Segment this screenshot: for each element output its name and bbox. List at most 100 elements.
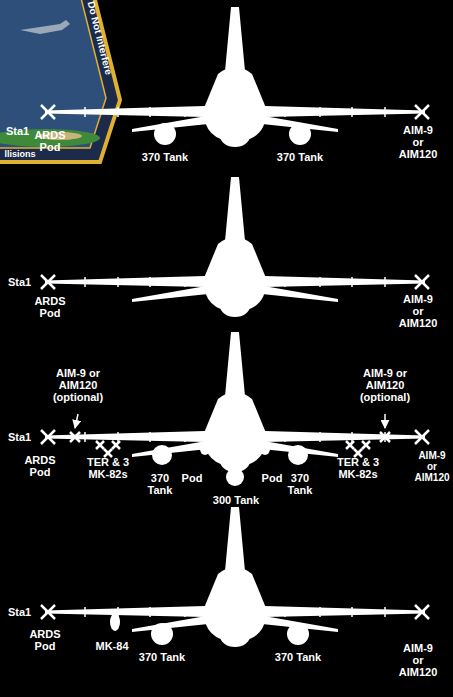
mission-badge [0,0,120,162]
station-tick [84,277,86,287]
station-cross [70,432,80,442]
cross-stroke [112,441,120,449]
store-label: Sta1 [8,431,31,443]
cross-stroke [104,449,112,457]
intake [220,125,250,147]
station-tick [384,277,386,287]
cross-stroke [41,605,55,619]
cross-stroke [415,605,429,619]
station-cross [362,441,370,449]
store-label: TER & 3 MK-82s [329,456,387,480]
store-label: AIM-9 or AIM120 [399,642,438,678]
cross-stroke [415,275,429,289]
f16-silhouette [41,177,429,317]
cross-stroke [96,441,104,449]
station-tick [184,607,186,617]
cross-stroke [41,605,55,619]
badge-outer [0,0,120,162]
wing [45,606,205,617]
station-tick [351,277,353,287]
fuel-tank [287,623,309,645]
cross-stroke [362,441,370,449]
cross-stroke [70,432,80,442]
cross-stroke [362,441,370,449]
station-tick [351,432,353,442]
intake [220,625,250,647]
fuel-tank [226,468,244,486]
store-label: AIM-9 or AIM120 [415,450,450,483]
horizontal-stabilizer [262,286,338,302]
pod [200,443,210,455]
station-cross [112,441,120,449]
fuel-tank [152,445,172,465]
wing [45,106,205,117]
cross-stroke [380,432,390,442]
cross-stroke [41,105,55,119]
station-cross [104,449,112,457]
station-cross [41,275,55,289]
store-label: 370 Tank [277,151,323,163]
station-tick [117,432,119,442]
store-label: Sta1 [6,125,29,137]
leader-arrow [75,414,78,428]
station-cross [354,449,362,457]
cross-stroke [415,605,429,619]
store-label: Pod [262,472,283,484]
wing [45,276,205,287]
cross-stroke [104,449,112,457]
pod [260,443,270,455]
store-label: Do Not Interfere [86,0,115,76]
wing [265,276,425,287]
cross-stroke [380,432,390,442]
station-tick [84,607,86,617]
station-tick [284,607,286,617]
leader-arrow [384,414,386,428]
station-tick [319,277,321,287]
cross-stroke [96,441,104,449]
station-tick [184,277,186,287]
cross-stroke [354,449,362,457]
cross-stroke [41,105,55,119]
store-label: MK-84 [95,640,128,652]
station-tick [284,107,286,117]
station-cross [346,441,354,449]
station-tick [284,277,286,287]
cross-stroke [41,430,55,444]
station-tick [84,107,86,117]
badge-plane [20,20,70,34]
station-tick [319,107,321,117]
station-tick [149,107,151,117]
station-cross [415,430,429,444]
station-tick [319,432,321,442]
station-cross [96,441,104,449]
cross-stroke [415,105,429,119]
store-label: AIM-9 or AIM120 [399,124,438,160]
fuel-tank [154,123,176,145]
cross-stroke [415,430,429,444]
store-label: 300 Tank [213,494,259,506]
station-tick [184,107,186,117]
station-tick [149,432,151,442]
station-tick [117,277,119,287]
horizontal-stabilizer [132,286,208,302]
cross-stroke [346,441,354,449]
cross-stroke [70,432,80,442]
station-cross [41,430,55,444]
fuel-tank [151,623,173,645]
store-label: AIM-9 or AIM120 (optional) [360,367,410,403]
store-label: ARDS Pod [34,129,65,153]
store-label: 370 Tank [139,651,185,663]
station-tick [84,432,86,442]
station-cross [41,605,55,619]
cross-stroke [112,441,120,449]
station-cross [415,105,429,119]
f16-silhouette [41,332,429,486]
cross-stroke [354,449,362,457]
cross-stroke [415,105,429,119]
station-tick [149,607,151,617]
station-tick [284,432,286,442]
wing [265,431,425,442]
station-cross [380,432,390,442]
cross-stroke [41,430,55,444]
